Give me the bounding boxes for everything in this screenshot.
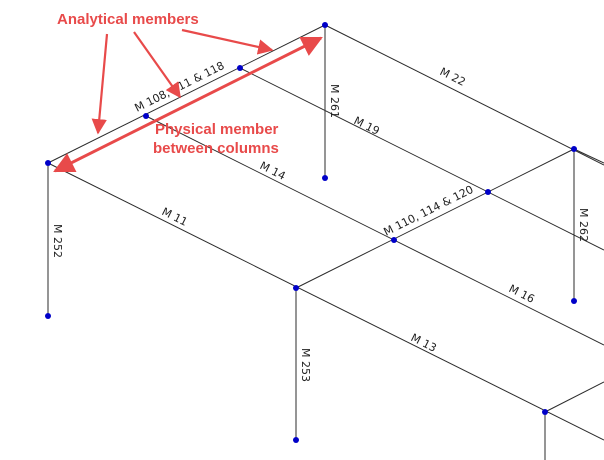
node[interactable] [322, 175, 328, 181]
arrow-analytical-3 [181, 28, 274, 55]
member-labels: M 108, 111 & 118 M 22 M 19 M 14 M 11 M 1… [51, 59, 590, 382]
beam-m19[interactable] [239, 67, 604, 251]
beam-front-cross[interactable] [544, 381, 604, 413]
node[interactable] [143, 113, 149, 119]
annotations: Analytical members Physical member betwe… [57, 11, 279, 157]
physical-member-arrow [53, 36, 323, 173]
beams [47, 24, 604, 460]
label-m16: M 16 [507, 282, 537, 306]
label-m110: M 110, 114 & 120 [382, 183, 476, 239]
beam-mid-cross[interactable] [295, 148, 575, 289]
label-m262: M 262 [577, 208, 590, 242]
node[interactable] [293, 437, 299, 443]
arrow-analytical-2 [133, 31, 181, 99]
label-m19: M 19 [352, 114, 382, 138]
arrow-analytical-1 [91, 33, 109, 135]
node[interactable] [571, 146, 577, 152]
annotation-physical-line1: Physical member [155, 121, 279, 138]
nodes [45, 22, 577, 443]
node[interactable] [45, 160, 51, 166]
annotation-physical-line2: between columns [153, 140, 279, 157]
node[interactable] [45, 313, 51, 319]
node[interactable] [542, 409, 548, 415]
node[interactable] [237, 65, 243, 71]
node[interactable] [322, 22, 328, 28]
node[interactable] [293, 285, 299, 291]
node[interactable] [571, 298, 577, 304]
label-m252: M 252 [51, 224, 64, 258]
label-m13: M 13 [409, 331, 439, 355]
label-m253: M 253 [299, 348, 312, 382]
beam-m11-m13[interactable] [47, 162, 604, 441]
beam-m22[interactable] [324, 24, 604, 166]
beam-right-stub[interactable] [573, 148, 604, 164]
label-m108: M 108, 111 & 118 [133, 59, 227, 115]
label-m261: M 261 [328, 84, 341, 118]
label-m11: M 11 [160, 205, 190, 229]
label-m22: M 22 [438, 65, 468, 89]
node[interactable] [485, 189, 491, 195]
node[interactable] [391, 237, 397, 243]
annotation-analytical-members: Analytical members [57, 11, 199, 28]
